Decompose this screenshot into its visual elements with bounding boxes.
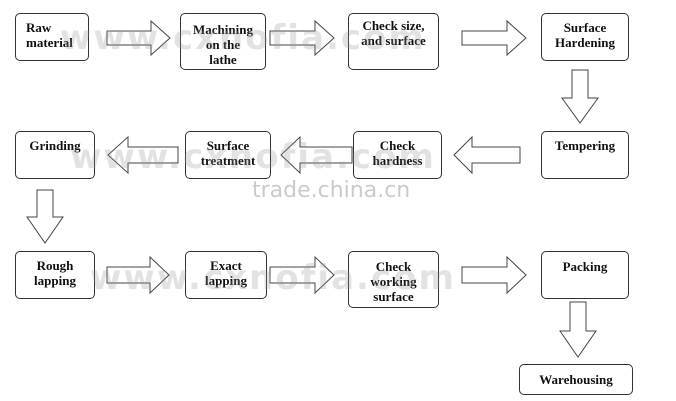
step-surface-treatment: Surface treatment [185, 131, 271, 179]
watermark-site: trade.china.cn [252, 178, 411, 203]
step-warehousing: Warehousing [519, 364, 633, 395]
arrow-tempering-to-check-hardness [453, 135, 521, 175]
step-label: Surface treatment [200, 138, 256, 168]
step-label: Tempering [554, 138, 616, 153]
step-packing: Packing [541, 251, 629, 299]
watermark-brand-row2: www.cxnofia.com [70, 137, 436, 177]
step-rough-lapping: Rough lapping [15, 251, 95, 299]
arrow-rough-to-exact-lapping [106, 255, 170, 295]
step-raw-material: Raw material [15, 13, 89, 61]
arrow-machining-to-check-size [269, 19, 335, 57]
step-label: Surface Hardening [555, 20, 615, 50]
arrow-check-hardness-to-treatment [280, 135, 353, 175]
step-label: Machining on the lathe [193, 22, 253, 67]
step-label: Exact lapping [205, 258, 247, 288]
arrow-grinding-to-rough-lapping [26, 189, 64, 244]
arrow-treatment-to-grinding [107, 135, 179, 175]
arrow-packing-to-warehousing [559, 301, 597, 358]
step-exact-lapping: Exact lapping [185, 251, 267, 299]
watermark-brand-row3: www.cxnofia.com [90, 258, 456, 298]
step-label: Check hardness [372, 138, 423, 168]
step-machining: Machining on the lathe [180, 13, 266, 70]
step-grinding: Grinding [15, 131, 95, 179]
step-check-working-surface: Check working surface [348, 251, 439, 308]
step-label: Warehousing [539, 372, 613, 387]
step-label: Check working surface [370, 259, 417, 304]
step-label: Grinding [29, 138, 81, 153]
watermark-brand-row1: www.cxnofia.com [60, 18, 426, 58]
arrow-check-size-to-hardening [461, 19, 527, 57]
step-label: Raw material [26, 20, 73, 50]
step-check-size: Check size, and surface [348, 13, 439, 70]
step-surface-hardening: Surface Hardening [541, 13, 629, 61]
step-label: Rough lapping [34, 258, 76, 288]
step-label: Packing [562, 259, 608, 274]
arrow-exact-to-check-working [269, 255, 335, 295]
arrow-check-working-to-packing [461, 255, 527, 295]
arrow-hardening-to-tempering [561, 69, 599, 124]
step-label: Check size, and surface [361, 18, 426, 48]
step-check-hardness: Check hardness [353, 131, 442, 179]
step-tempering: Tempering [541, 131, 629, 179]
arrow-raw-to-machining [106, 19, 171, 57]
